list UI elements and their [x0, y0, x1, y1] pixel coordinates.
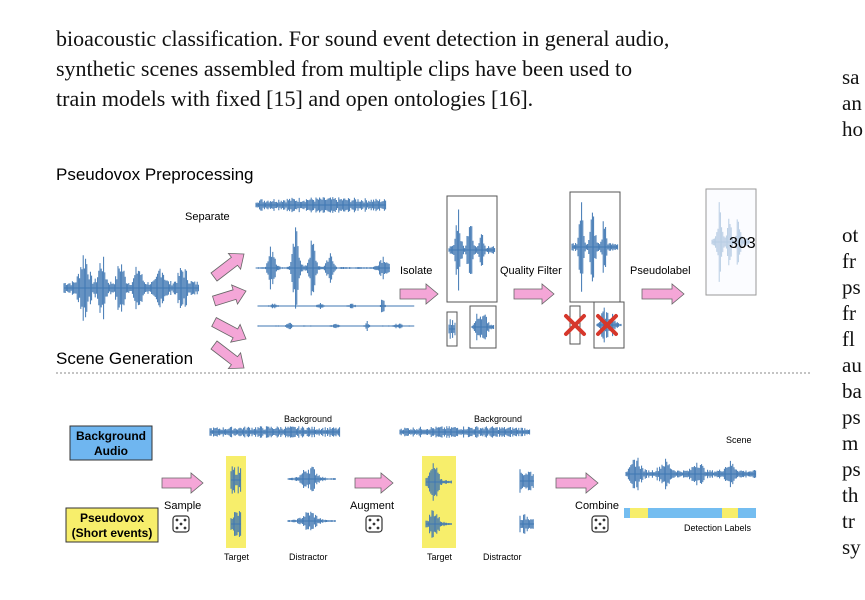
right-column-line: sa	[842, 65, 860, 89]
process-arrow	[161, 472, 204, 494]
paragraph-line: train models with fixed [15] and open on…	[56, 86, 534, 111]
scene-generation-title: Scene Generation	[56, 349, 193, 368]
paragraph-line: bioacoustic classification. For sound ev…	[56, 26, 670, 51]
process-arrow	[354, 472, 394, 494]
background-waveform-1	[209, 426, 341, 438]
dice-icon	[591, 515, 609, 533]
right-column-line: sy	[842, 535, 861, 559]
dice-icon	[172, 515, 190, 533]
separated-waveform-3	[257, 299, 415, 313]
background-label-1: Background	[284, 414, 332, 424]
isolated-small-box	[446, 311, 458, 347]
right-column-line: fr	[842, 249, 856, 273]
sample-label: Sample	[164, 500, 201, 512]
process-arrow	[513, 283, 555, 305]
right-column-line: ps	[842, 457, 861, 481]
right-column-line: ho	[842, 117, 863, 141]
isolated-medium-box	[469, 305, 497, 349]
process-arrow	[399, 283, 439, 305]
isolated-event-box	[446, 195, 498, 303]
right-column-line: tr	[842, 509, 855, 533]
background-waveform-2	[399, 426, 531, 438]
separated-waveform-1	[255, 197, 387, 213]
input-waveform	[63, 255, 199, 321]
scene-waveform	[625, 457, 757, 491]
target-label-2: Target	[427, 552, 453, 562]
background-audio-box	[69, 425, 153, 461]
preprocessing-title: Pseudovox Preprocessing	[56, 165, 254, 184]
pseudovox-box	[65, 507, 159, 543]
right-column-line: m	[842, 431, 859, 455]
isolate-label: Isolate	[400, 265, 432, 277]
pseudolabel-label: Pseudolabel	[630, 265, 691, 277]
detection-labels-label: Detection Labels	[684, 523, 752, 533]
background-audio-line2: Audio	[94, 444, 128, 458]
pseudovox-line2: (Short events)	[72, 526, 153, 540]
target-label-1: Target	[224, 552, 250, 562]
combine-label: Combine	[575, 500, 619, 512]
scene-label: Scene	[726, 435, 752, 445]
right-column-line: fl	[842, 327, 855, 351]
dice-icon	[365, 515, 383, 533]
right-column-line: an	[842, 91, 862, 115]
right-column-line: th	[842, 483, 859, 507]
background-label-2: Background	[474, 414, 522, 424]
augment-label: Augment	[350, 500, 394, 512]
body-paragraph: bioacoustic classification. For sound ev…	[56, 24, 816, 114]
background-audio-line1: Background	[76, 429, 146, 443]
separated-waveform-2	[255, 227, 390, 309]
detection-label-bar	[624, 508, 756, 518]
right-column-line: ot	[842, 223, 859, 247]
pseudolabel-value: 303	[729, 235, 756, 252]
right-column-line: fr	[842, 301, 856, 325]
rejected-small-box	[569, 305, 581, 345]
right-column-line: ps	[842, 275, 861, 299]
distractor-label-2: Distractor	[483, 552, 522, 562]
process-arrow	[211, 284, 247, 307]
process-arrow	[211, 317, 247, 343]
right-column-line: ps	[842, 405, 861, 429]
distractor-label-1: Distractor	[289, 552, 328, 562]
paragraph-line: synthetic scenes assembled from multiple…	[56, 56, 633, 81]
quality-filter-label: Quality Filter	[500, 265, 562, 277]
right-column-line: au	[842, 353, 862, 377]
process-arrow	[210, 252, 245, 282]
pseudolabel-box	[705, 188, 757, 296]
reject-x-icon	[596, 314, 618, 336]
pseudovox-line1: Pseudovox	[80, 511, 144, 525]
separate-label: Separate	[185, 211, 230, 223]
process-arrow	[210, 340, 245, 370]
isolated-waveform	[448, 209, 496, 291]
process-arrow	[641, 283, 685, 305]
rejected-medium-box	[593, 301, 625, 349]
target-highlight-2	[422, 456, 456, 548]
right-column-line: ba	[842, 379, 862, 403]
separated-waveform-4	[257, 321, 415, 331]
reject-x-icon	[564, 314, 586, 336]
process-arrow	[555, 472, 599, 494]
